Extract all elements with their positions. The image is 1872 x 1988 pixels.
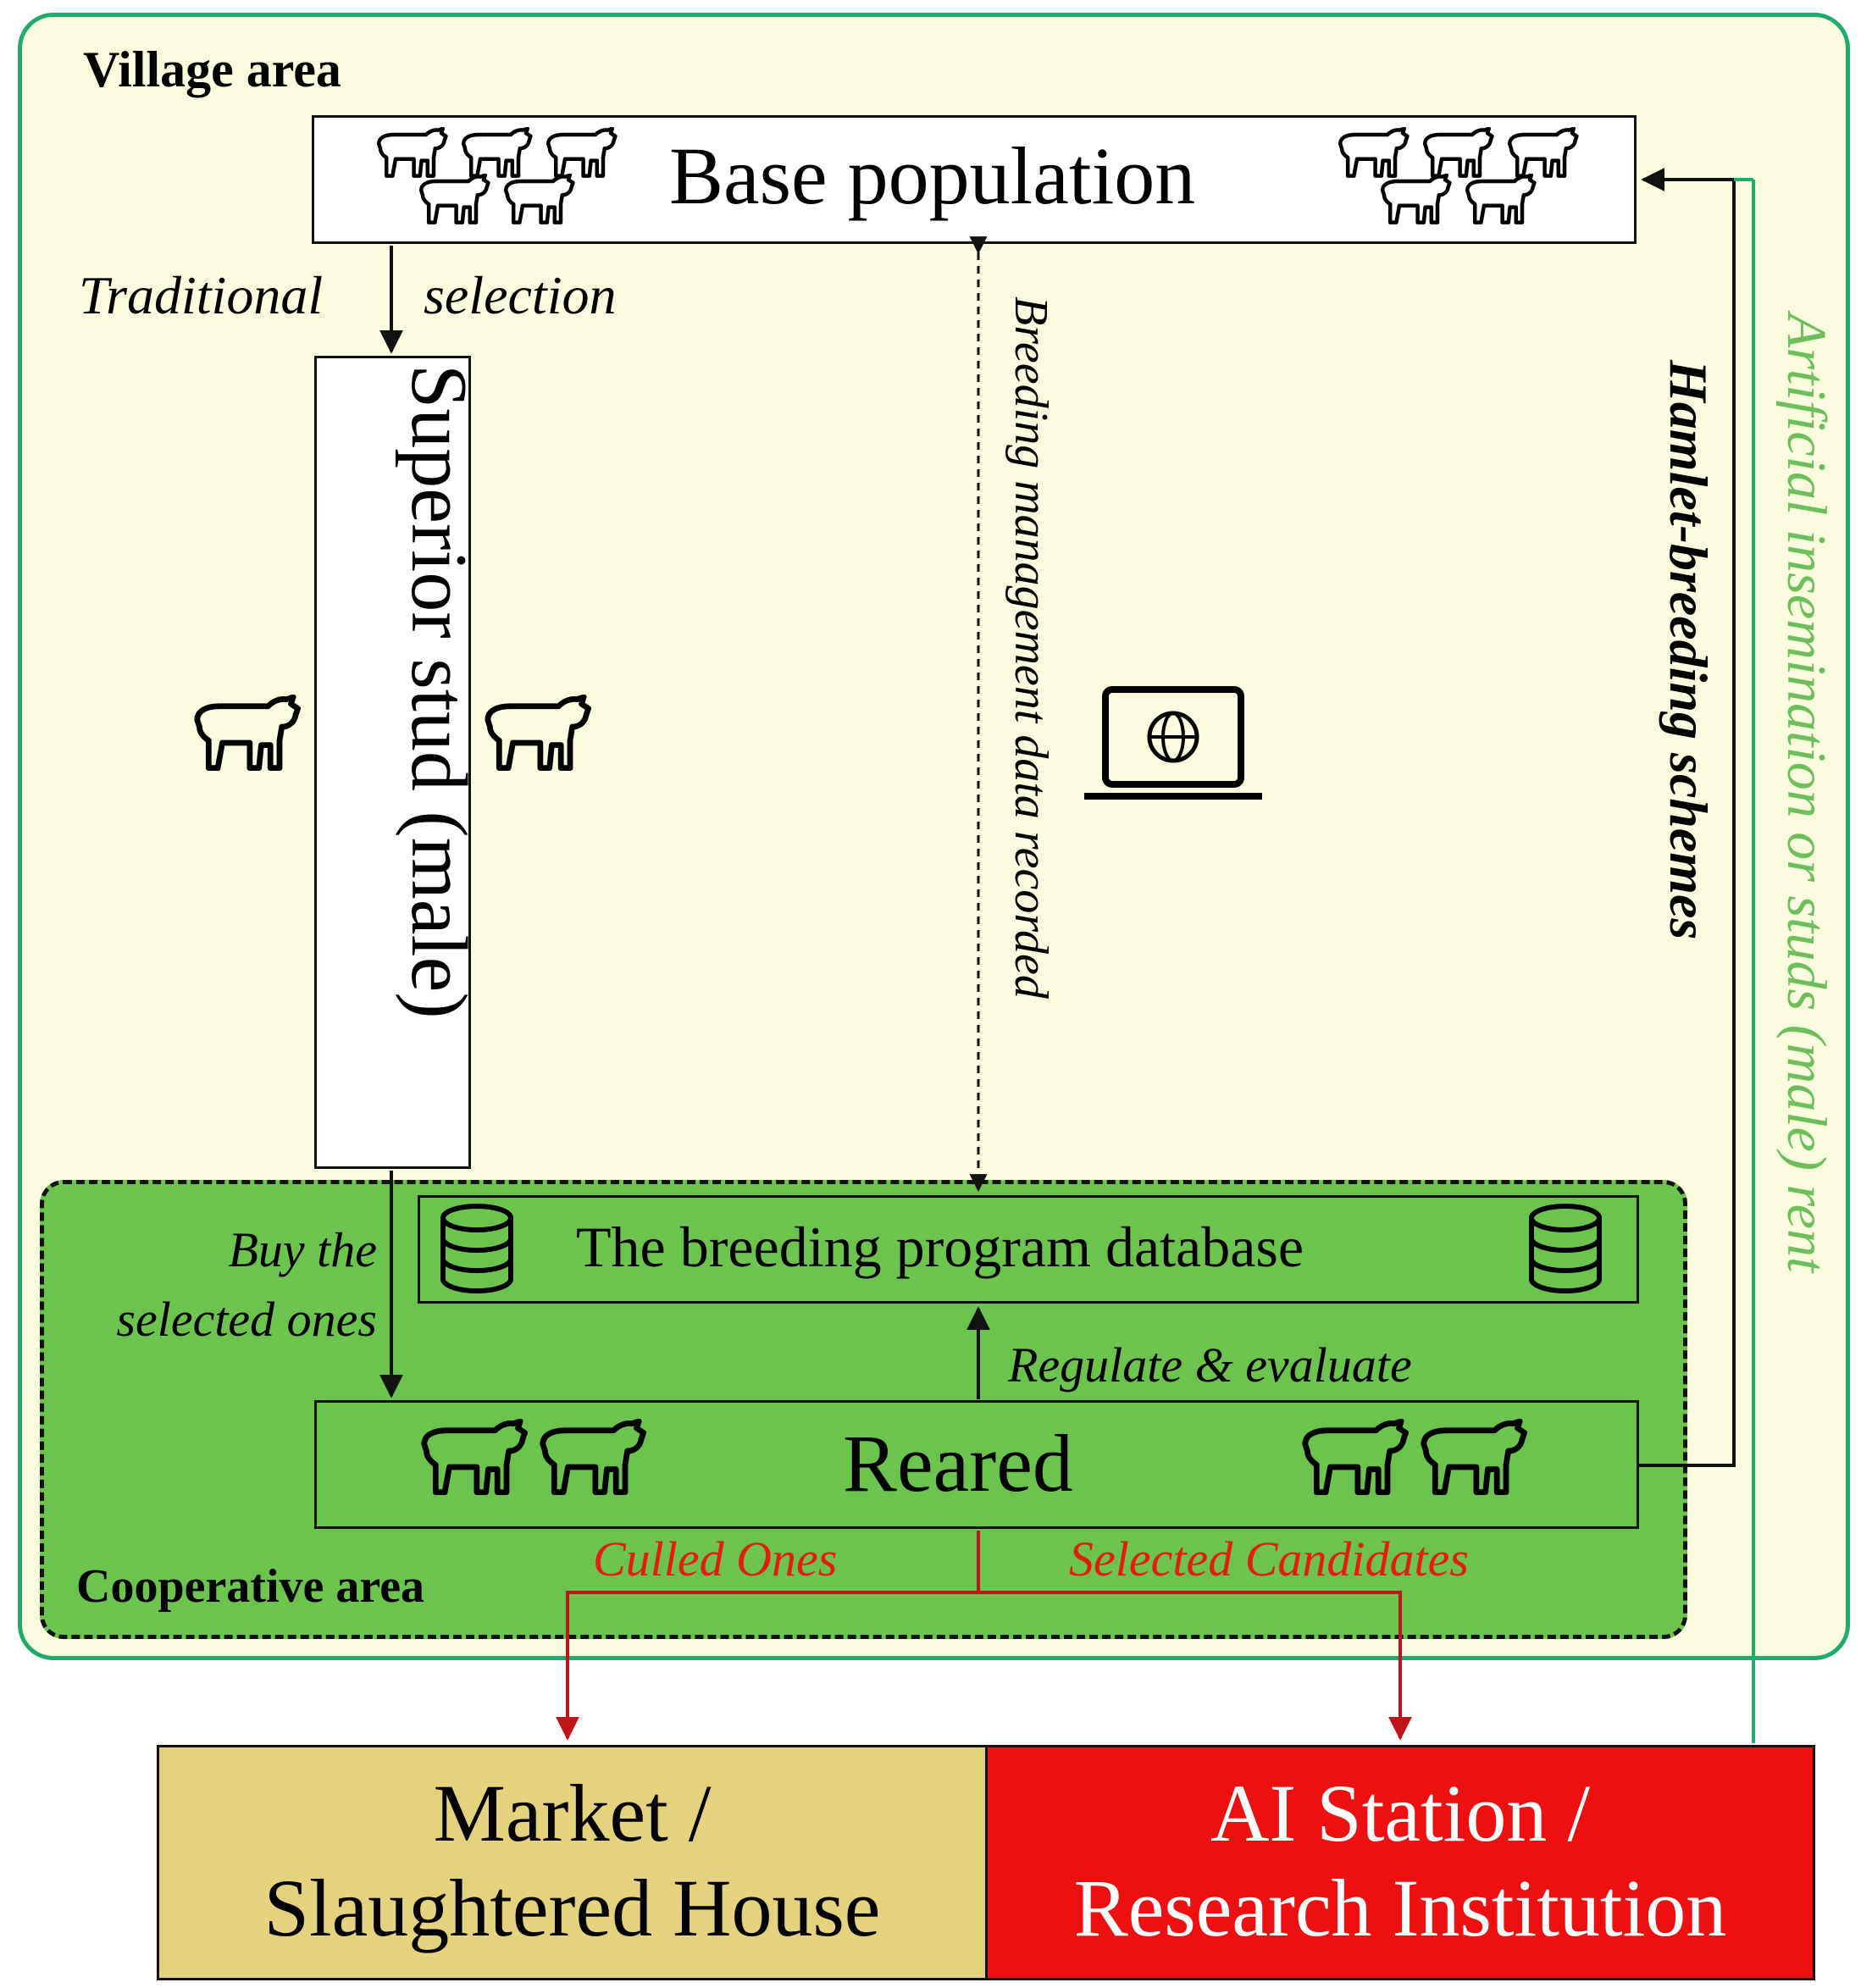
ai-line1: AI Station / (1210, 1768, 1590, 1858)
database-box (418, 1195, 1639, 1304)
reared-box (314, 1400, 1639, 1529)
buy-line2: selected ones (116, 1292, 377, 1347)
market-line1: Market / (433, 1768, 712, 1858)
buy-line1: Buy the (228, 1222, 377, 1277)
traditional-label: Traditional (79, 265, 324, 325)
database-icon (440, 1204, 513, 1293)
bull-icon (543, 1421, 644, 1492)
base-population-label: Base population (669, 130, 1196, 221)
superior-stud-label: Superior stud (male) (395, 364, 483, 1019)
culled-ones-label: Culled Ones (593, 1531, 838, 1587)
database-icon (1529, 1204, 1602, 1293)
ai-line2: Research Institution (1073, 1863, 1727, 1953)
selected-candidates-label: Selected Candidates (1069, 1531, 1469, 1587)
ai-station-box (985, 1745, 1815, 1980)
hamlet-breeding-label: Hamlet-breeding schemes (1659, 360, 1719, 940)
bull-icon (1424, 1421, 1525, 1492)
breeding-management-label: Breeding management data recorded (1005, 296, 1057, 999)
bull-icon (488, 697, 589, 768)
bull-icon (197, 697, 298, 768)
market-label: Market / Slaughtered House (157, 1766, 988, 1956)
market-line2: Slaughtered House (263, 1863, 881, 1953)
database-label: The breeding program database (576, 1215, 1304, 1279)
superior-stud-box (314, 356, 471, 1169)
cow-herd-icon (379, 129, 615, 223)
bull-icon (1305, 1421, 1406, 1492)
cow-herd-icon (1340, 129, 1576, 223)
laptop-globe-icon (1084, 686, 1262, 800)
culled-arrow (556, 1591, 978, 1741)
cooperative-area-label: Cooperative area (76, 1560, 425, 1613)
selected-arrow (978, 1591, 1412, 1741)
market-box (157, 1745, 988, 1980)
bull-icon (424, 1421, 525, 1492)
buy-selected-label: Buy the selected ones (68, 1216, 377, 1354)
regulate-label: Regulate & evaluate (1008, 1337, 1412, 1393)
reared-label: Reared (843, 1418, 1073, 1509)
hamlet-breeding-arrow (1639, 168, 1736, 1467)
ai-station-label: AI Station / Research Institution (985, 1766, 1815, 1956)
village-area-label: Village area (83, 42, 341, 97)
selection-label: selection (424, 265, 617, 325)
ai-rent-label: Artificial insemination or studs (male) … (1775, 313, 1837, 1273)
